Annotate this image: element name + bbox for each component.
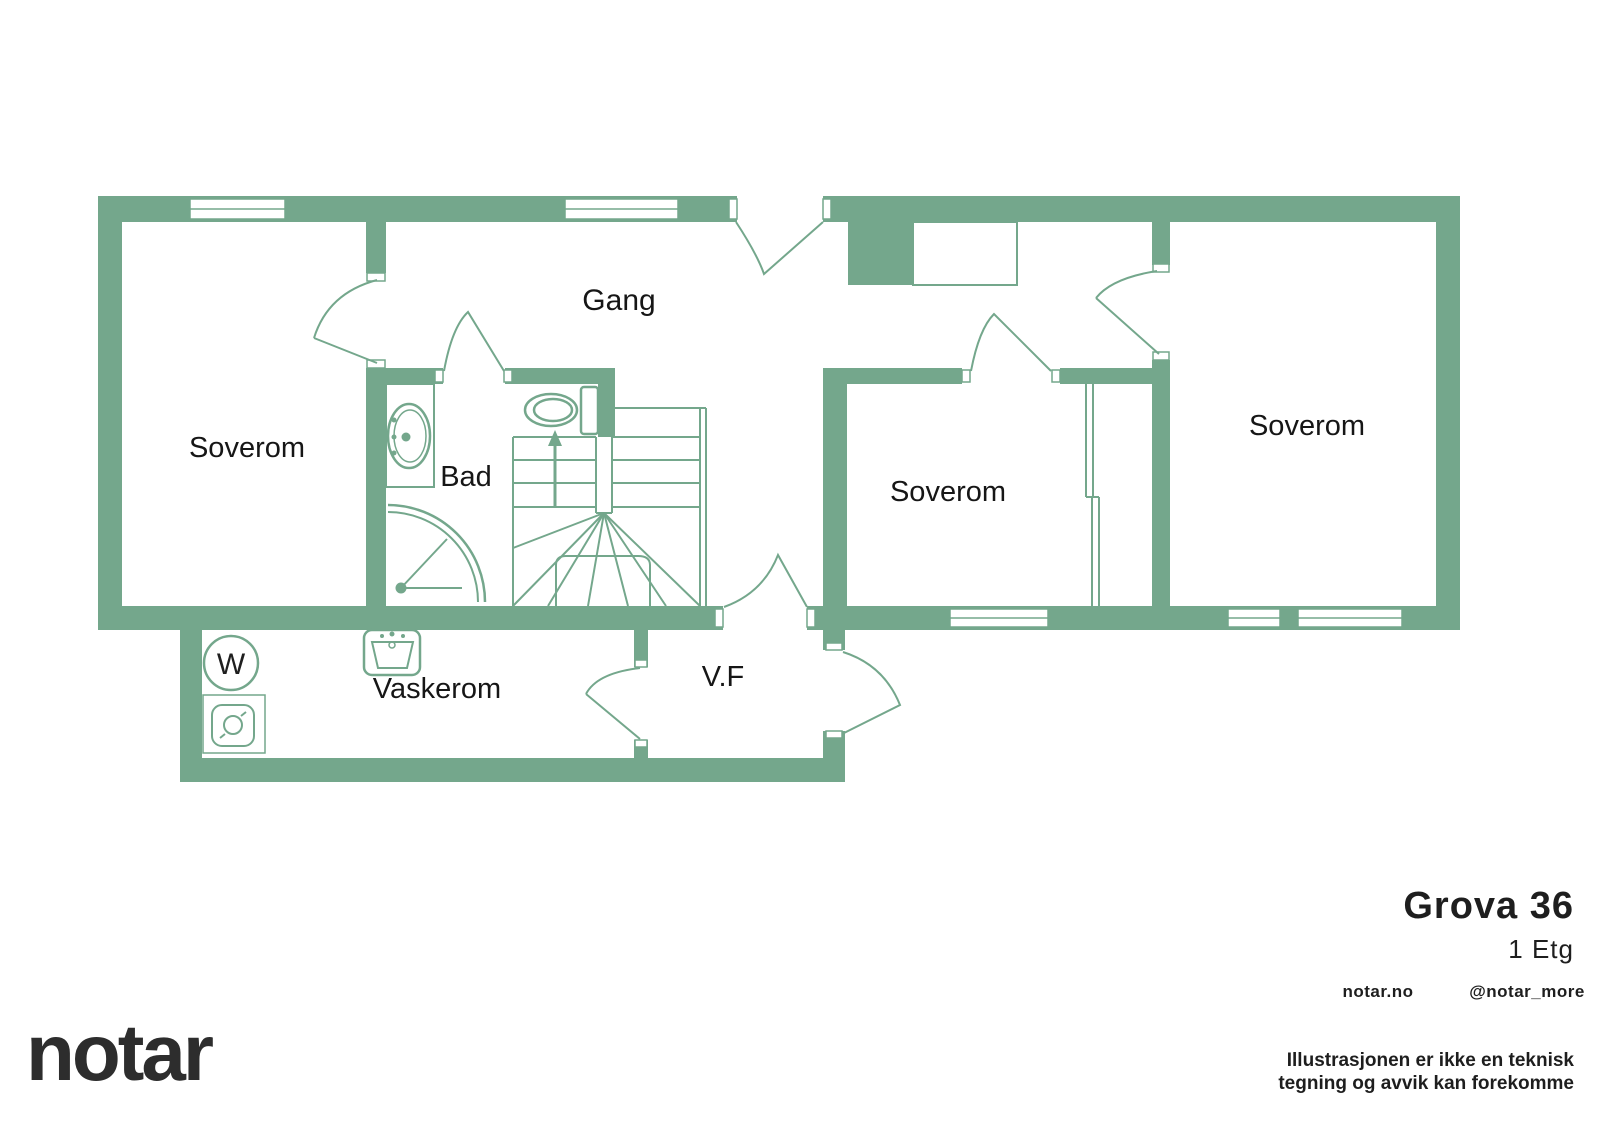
walls: [98, 196, 1460, 782]
washing-machine-icon: W: [202, 634, 260, 692]
dryer-icon: [202, 694, 266, 754]
wall-midsoverom-top-a: [847, 368, 962, 384]
door-swing-icon-vf-inner: [723, 552, 808, 608]
chimney-block-icon: [848, 222, 913, 285]
door-swing-icon-soverom-right: [1095, 270, 1160, 355]
wall-bad-top-b: [505, 368, 615, 384]
door-jambs: [366, 198, 1170, 748]
door-swing-icon-vf-vaskerom: [585, 667, 641, 740]
up-arrow-icon: [548, 430, 562, 507]
door-swing-icon-bad: [443, 310, 505, 372]
wall-bad-top-a: [386, 368, 443, 384]
corner-shower-icon: [387, 503, 487, 603]
door-swing-icon-vf-exterior: [842, 651, 902, 734]
social-handle-link[interactable]: @notar_more: [1469, 982, 1585, 1001]
door-swing-icon-soverom-left: [313, 279, 378, 364]
window-icon: [949, 608, 1049, 628]
wall-rightsoverom-left: [1152, 360, 1170, 606]
disclaimer-line2: tegning og avvik kan forekomme: [1278, 1073, 1574, 1094]
toilet-icon: [523, 385, 600, 436]
window-icon: [189, 198, 286, 220]
window-icon: [1227, 608, 1281, 628]
thin-partition: [1085, 384, 1100, 606]
wall-right: [1436, 196, 1460, 630]
doors: [313, 221, 1160, 740]
staircase-icon: [512, 407, 707, 607]
wall-midsoverom-left: [823, 368, 847, 606]
wall-left: [98, 196, 122, 630]
room-label-gang: Gang: [582, 284, 655, 317]
wall-bad-stairs-stub: [598, 384, 615, 437]
door-swing-icon-soverom-middle: [970, 312, 1052, 372]
floor-label: 1 Etg: [1508, 934, 1574, 964]
room-label-soverom-right: Soverom: [1249, 410, 1365, 442]
room-label-bad: Bad: [440, 461, 492, 493]
notar-logo: notar: [26, 1008, 213, 1097]
disclaimer-line1: Illustrasjonen er ikke en teknisk: [1287, 1050, 1575, 1071]
address-title: Grova 36: [1403, 885, 1574, 927]
bathroom-sink-icon: [385, 383, 435, 488]
wall-soverom-left-stub: [366, 222, 386, 273]
wall-bottom-left: [98, 606, 723, 630]
wall-rightsoverom-stub: [1152, 222, 1170, 265]
closet-icon: [912, 221, 1018, 286]
door-swing-icon-entrance: [735, 221, 824, 276]
washer-letter: W: [217, 648, 246, 681]
windows: [189, 198, 1403, 628]
laundry-sink-icon: [362, 628, 422, 677]
website-link[interactable]: notar.no: [1342, 982, 1413, 1001]
wall-vf-partition-upper: [634, 630, 648, 667]
room-label-vaskerom: Vaskerom: [373, 673, 501, 705]
window-icon: [1297, 608, 1403, 628]
wall-midsoverom-top-b: [1060, 368, 1170, 384]
room-label-soverom-middle: Soverom: [890, 476, 1006, 508]
window-icon: [564, 198, 679, 220]
wall-soverom-left-lower: [366, 368, 386, 606]
room-label-soverom-left: Soverom: [189, 432, 305, 464]
wall-top-right: [823, 196, 1460, 222]
wall-ext-left: [180, 630, 202, 782]
wall-ext-bottom: [180, 758, 845, 782]
room-label-vf: V.F: [702, 661, 744, 693]
